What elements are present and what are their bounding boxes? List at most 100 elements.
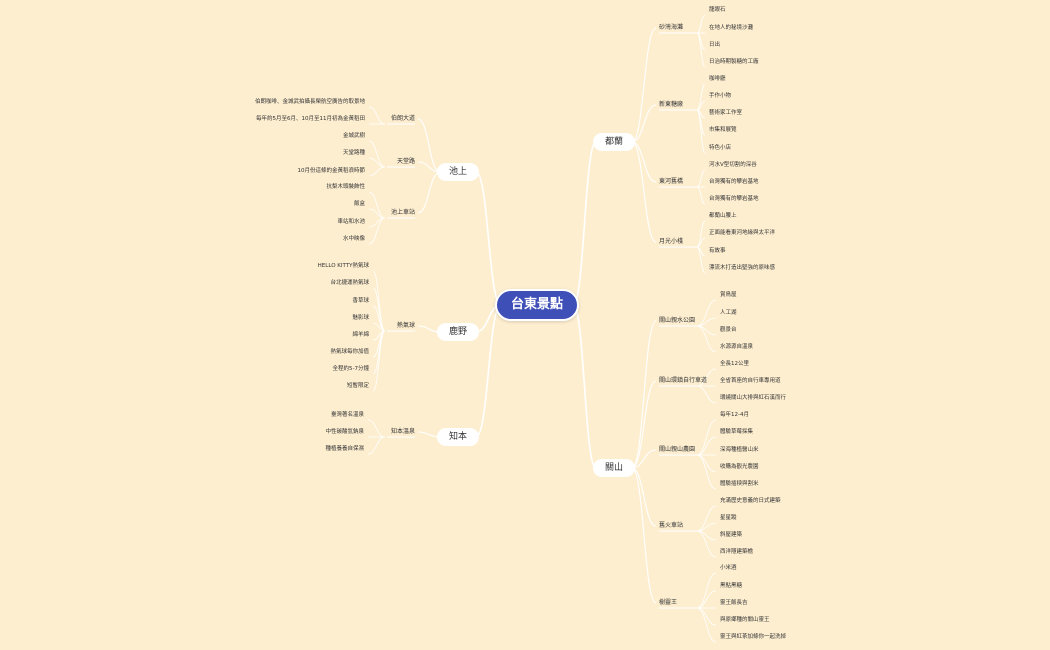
leaf-topic[interactable]: 龍眼石 bbox=[709, 7, 726, 13]
leaf-topic[interactable]: 香草球 bbox=[352, 298, 369, 304]
leaf-link-guanshan-0-1 bbox=[696, 317, 717, 327]
leaf-topic[interactable]: 水源源自溫泉 bbox=[720, 344, 754, 350]
leaf-topic[interactable]: 伯朗咖啡、金城武拍攝長榮航空廣告的取景地 bbox=[254, 99, 365, 105]
leaf-topic[interactable]: 熱氣球每你加值 bbox=[330, 349, 369, 355]
leaf-topic[interactable]: 魅影球 bbox=[352, 315, 369, 321]
leaf-link-guanshan-2-1 bbox=[696, 436, 717, 456]
leaf-topic[interactable]: 短暫限定 bbox=[346, 383, 369, 389]
leaf-topic[interactable]: 人工湖 bbox=[720, 310, 737, 316]
leaf-topic[interactable]: 都蘭山腰上 bbox=[709, 213, 737, 219]
leaf-topic[interactable]: 收購為觀光農園 bbox=[720, 464, 759, 470]
root-topic[interactable]: 台東景點 bbox=[494, 289, 580, 321]
leaf-topic[interactable]: 漂流木打造出堅強的原味感 bbox=[709, 265, 776, 271]
leaf-topic[interactable]: 小米酒 bbox=[720, 565, 737, 571]
sub-link-guanshan-4 bbox=[631, 467, 657, 604]
subtopic-dulan-1[interactable]: 新東糖廠 bbox=[659, 101, 684, 108]
leaf-topic[interactable]: 每年12-4月 bbox=[720, 412, 749, 418]
leaf-topic[interactable]: 西洋隱建築檐 bbox=[720, 549, 754, 555]
subtopic-dulan-0[interactable]: 砂灣海灘 bbox=[659, 24, 684, 31]
leaf-topic[interactable]: 全程約5-7分鐘 bbox=[332, 366, 369, 372]
branch-link-zhiben bbox=[475, 304, 502, 438]
subtopic-guanshan-3[interactable]: 舊火車站 bbox=[659, 522, 684, 529]
leaf-link-chishang-1-1 bbox=[368, 157, 386, 168]
leaf-topic[interactable]: 充滿歷史意義的日式建築 bbox=[720, 498, 781, 504]
leaf-topic[interactable]: 水中映像 bbox=[342, 236, 365, 242]
leaf-topic[interactable]: 與原鄉種的關山靈王 bbox=[720, 617, 770, 623]
leaf-topic[interactable]: 觀景台 bbox=[720, 327, 737, 333]
leaf-link-dulan-1-1 bbox=[696, 100, 706, 111]
leaf-link-guanshan-4-4 bbox=[696, 607, 717, 643]
leaf-topic[interactable]: 金城武樹 bbox=[342, 133, 365, 139]
leaf-link-guanshan-3-3 bbox=[696, 530, 717, 558]
leaf-topic[interactable]: 台灣獨有的攀岩基地 bbox=[709, 196, 759, 202]
leaf-topic[interactable]: 河水V型切割的深谷 bbox=[709, 162, 757, 168]
leaf-topic[interactable]: 中性碳酸氫鈉泉 bbox=[325, 429, 364, 435]
leaf-topic[interactable]: 靈王飯長吉 bbox=[720, 600, 748, 606]
leaf-topic[interactable]: 體驗草莓採集 bbox=[720, 429, 754, 435]
leaf-topic[interactable]: 日治時期製糖的工廠 bbox=[709, 59, 759, 65]
leaf-topic[interactable]: 正面能看東河地緣與太平洋 bbox=[709, 230, 776, 236]
subtopic-guanshan-0[interactable]: 關山親水公園 bbox=[659, 317, 696, 324]
leaf-link-dulan-2-0 bbox=[696, 169, 706, 188]
leaf-topic[interactable]: 全長12公里 bbox=[720, 361, 749, 367]
leaf-topic[interactable]: 臺灣著名溫泉 bbox=[330, 412, 364, 418]
branch-chishang[interactable]: 池上 bbox=[436, 163, 480, 181]
branch-link-dulan bbox=[572, 141, 597, 306]
subtopic-guanshan-1[interactable]: 關山環鎮自行車道 bbox=[659, 377, 708, 384]
leaf-topic[interactable]: HELLO KITTY熱氣球 bbox=[317, 263, 369, 269]
leaf-topic[interactable]: 市集和展覽 bbox=[709, 127, 737, 133]
leaf-topic[interactable]: 抗梨木頭裝飾性 bbox=[326, 184, 365, 190]
subtopic-chishang-0[interactable]: 伯朗大道 bbox=[390, 115, 415, 122]
leaf-topic[interactable]: 環繞關山大排與紅石溪而行 bbox=[720, 395, 787, 401]
leaf-link-luye-0-6 bbox=[372, 330, 386, 375]
leaf-topic[interactable]: 日出 bbox=[709, 42, 721, 48]
leaf-topic[interactable]: 每年約5月至6月、10月至11月初為金黃稻田 bbox=[256, 116, 365, 122]
leaf-link-chishang-1-2 bbox=[368, 166, 386, 177]
leaf-topic[interactable]: 飯盒 bbox=[353, 201, 365, 207]
leaf-link-chishang-0-0 bbox=[368, 106, 386, 125]
leaf-topic[interactable]: 綿羊綿 bbox=[352, 332, 369, 338]
leaf-link-dulan-3-0 bbox=[696, 220, 706, 248]
subtopic-dulan-2[interactable]: 東河舊橋 bbox=[659, 178, 684, 185]
subtopic-luye-0[interactable]: 熱氣球 bbox=[396, 322, 415, 329]
branch-zhiben[interactable]: 知本 bbox=[436, 428, 480, 446]
leaf-link-luye-0-2 bbox=[372, 305, 386, 332]
leaf-topic[interactable]: 黑點黑糖 bbox=[720, 583, 743, 589]
leaf-topic[interactable]: 特色小店 bbox=[709, 145, 732, 151]
leaf-topic[interactable]: 手作小物 bbox=[709, 93, 732, 99]
leaf-topic[interactable]: 台灣獨有的攀岩基地 bbox=[709, 179, 759, 185]
branch-luye[interactable]: 鹿野 bbox=[436, 323, 480, 341]
branch-guanshan[interactable]: 關山 bbox=[592, 459, 636, 477]
leaf-topic[interactable]: 斜屋建築 bbox=[720, 532, 743, 538]
subtopic-zhiben-0[interactable]: 知本溫泉 bbox=[390, 428, 415, 435]
leaf-topic[interactable]: 全省首座的自行車專用道 bbox=[720, 378, 781, 384]
subtopic-chishang-2[interactable]: 池上車站 bbox=[390, 209, 415, 216]
leaf-topic[interactable]: 台北捷運熱氣球 bbox=[330, 280, 369, 286]
leaf-topic[interactable]: 藝術家工作室 bbox=[709, 110, 743, 116]
leaf-link-luye-0-3 bbox=[372, 322, 386, 332]
leaf-topic[interactable]: 咖啡廳 bbox=[709, 76, 726, 82]
subtopic-dulan-3[interactable]: 月光小棧 bbox=[659, 238, 684, 245]
leaf-topic[interactable]: 靈王與紅茶加條你一起洗掉 bbox=[720, 634, 787, 640]
leaf-topic[interactable]: 體驗插秧與割米 bbox=[720, 481, 759, 487]
leaf-topic[interactable]: 星星蹤 bbox=[720, 515, 737, 521]
leaf-topic[interactable]: 車站和水池 bbox=[337, 219, 365, 225]
branch-link-chishang bbox=[475, 171, 502, 306]
leaf-topic[interactable]: 賞鳥屋 bbox=[720, 292, 737, 298]
leaf-topic[interactable]: 種植養養自保濕 bbox=[325, 446, 364, 452]
sub-link-dulan-2 bbox=[631, 141, 657, 183]
subtopic-guanshan-4[interactable]: 樹靈王 bbox=[659, 599, 678, 606]
leaf-topic[interactable]: 在地人的秘境沙灘 bbox=[709, 25, 754, 31]
branch-dulan[interactable]: 都蘭 bbox=[592, 133, 636, 151]
leaf-topic[interactable]: 天堂路種 bbox=[342, 150, 365, 156]
subtopic-guanshan-2[interactable]: 關山親山農園 bbox=[659, 446, 696, 453]
subtopic-chishang-1[interactable]: 天堂路 bbox=[396, 158, 415, 165]
leaf-link-dulan-1-4 bbox=[696, 109, 706, 154]
leaf-link-guanshan-1-2 bbox=[696, 385, 717, 404]
leaf-topic[interactable]: 10月份這條的金黃稻浪時節 bbox=[297, 168, 366, 174]
leaf-link-dulan-0-0 bbox=[696, 14, 706, 34]
leaf-link-guanshan-4-0 bbox=[696, 572, 717, 609]
leaf-topic[interactable]: 有故事 bbox=[709, 248, 726, 254]
leaf-topic[interactable]: 深海種植醫山米 bbox=[720, 447, 759, 453]
leaf-link-guanshan-4-1 bbox=[696, 590, 717, 609]
